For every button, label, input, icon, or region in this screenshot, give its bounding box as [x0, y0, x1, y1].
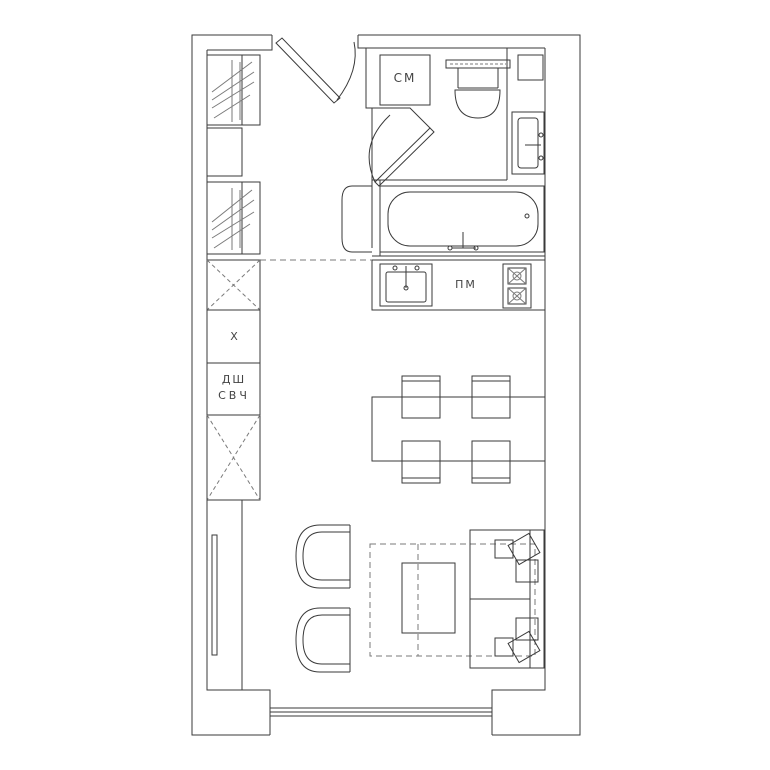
tv-stand	[206, 499, 243, 691]
wardrobe	[206, 54, 261, 255]
fridge-label: Х	[230, 330, 238, 343]
armchair	[295, 607, 351, 673]
oven-label: ДШ	[222, 373, 246, 386]
bathroom-sink-icon	[511, 111, 545, 175]
washer-label: СМ	[394, 71, 417, 85]
kitchen-sink-icon	[379, 263, 433, 307]
rug	[369, 543, 536, 657]
entrance-door	[275, 37, 356, 104]
balcony-window	[269, 707, 493, 717]
microwave-label: СВЧ	[218, 389, 250, 402]
washing-machine	[379, 54, 431, 106]
toilet-icon	[445, 59, 511, 119]
chair	[401, 375, 441, 419]
sofa	[469, 529, 545, 669]
coffee-table	[401, 562, 456, 634]
armchair	[295, 524, 351, 589]
dishwasher-label: ПМ	[455, 278, 477, 291]
stove-icon	[502, 263, 532, 309]
bathroom	[341, 48, 545, 261]
chair	[471, 375, 511, 419]
outer-walls	[191, 34, 581, 736]
dining-table	[371, 375, 546, 484]
kitchen	[260, 259, 546, 311]
bathtub-icon	[379, 185, 545, 253]
chair	[401, 440, 441, 484]
left-appliances	[206, 259, 261, 501]
chair	[471, 440, 511, 484]
cushion-icon	[494, 532, 541, 664]
